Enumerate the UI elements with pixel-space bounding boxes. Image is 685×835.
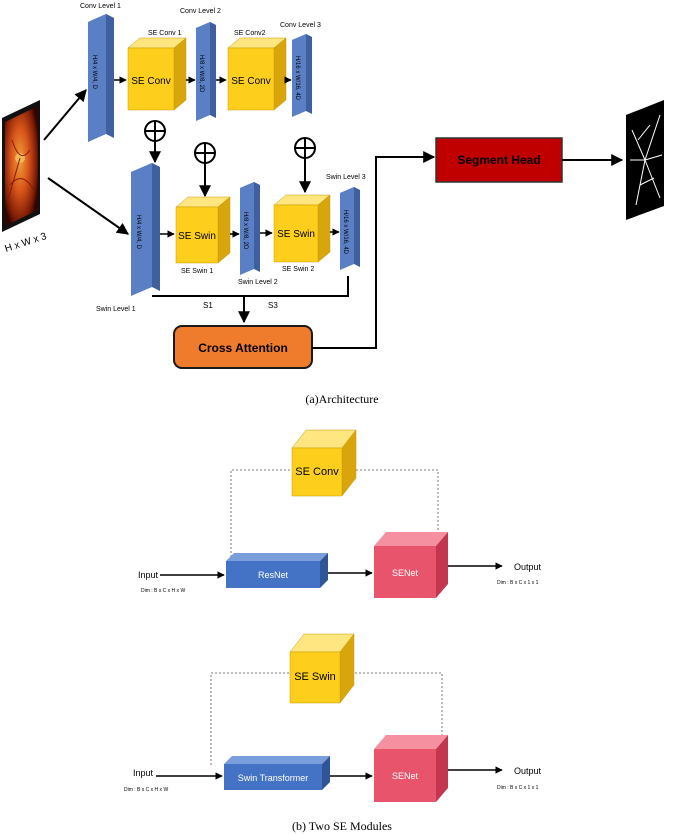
senet-block-1	[374, 532, 448, 598]
se-swin-input-dim: Dim : B x C x H x W	[124, 787, 168, 793]
se-conv-1-title: SE Conv 1	[148, 30, 182, 37]
input-dimension-label: H x W x 3	[4, 231, 49, 255]
s3-label: S3	[268, 301, 278, 310]
resnet-block	[226, 553, 328, 588]
se-conv-2-title: SE Conv2	[234, 30, 266, 37]
modules-caption: (b) Two SE Modules	[292, 819, 392, 833]
se-swin-input-label: Input	[133, 768, 154, 778]
conv-level-3-title: Conv Level 3	[280, 22, 321, 29]
fusion-add-icon-2	[194, 142, 216, 164]
conv-level-1-title: Conv Level 1	[80, 3, 121, 10]
swin-outputs-to-cross-attention	[152, 276, 349, 297]
senet-block-2	[374, 735, 448, 802]
se-conv-output-label: Output	[514, 562, 542, 572]
swin-level-1-dim: H/4 x W/4, D	[135, 215, 141, 250]
swin-transformer-block	[224, 756, 330, 790]
se-swin-2-cube	[273, 194, 331, 263]
se-swin-output-label: Output	[514, 766, 542, 776]
se-conv-1-cube	[127, 37, 187, 111]
swin-level-3-bar	[340, 187, 360, 270]
conv-level-2-bar	[196, 22, 216, 121]
se-swin-2-title: SE Swin 2	[282, 266, 314, 273]
arrow-input-to-swin1	[47, 177, 129, 235]
se-swin-1-title: SE Swin 1	[181, 268, 213, 275]
swin-level-3-title: Swin Level 3	[326, 174, 366, 181]
swin-level-2-bar	[240, 182, 260, 275]
conv-level-3-bar	[292, 34, 312, 117]
fusion-add-icon-3	[294, 137, 316, 159]
s1-label: S1	[203, 301, 213, 310]
se-swin-2-label: SE Swin	[277, 229, 315, 240]
swin-transformer-label: Swin Transformer	[238, 773, 309, 783]
se-swin-module: SE Swin Input Dim : B x C x H x W Swin T…	[124, 633, 542, 802]
conv-level-3-dim: H/16 x W/16, 4D	[294, 56, 300, 101]
swin-level-1-bar	[131, 163, 160, 296]
segment-head-block	[435, 137, 563, 183]
segment-head-label: Segment Head	[457, 153, 540, 167]
conv-level-2-dim: H/8 x W/8, 2D	[198, 55, 204, 93]
se-conv-module-cube	[291, 429, 357, 497]
swin-level-1-title: Swin Level 1	[96, 306, 136, 313]
swin-level-3-dim: H/16 x W/16, 4D	[342, 210, 348, 255]
se-conv-output-dim: Dim : B x C x 1 x 1	[497, 580, 539, 586]
swin-level-2-title: Swin Level 2	[238, 279, 278, 286]
senet-label-2: SENet	[392, 771, 419, 781]
se-conv-input-label: Input	[138, 570, 159, 580]
se-swin-output-dim: Dim : B x C x 1 x 1	[497, 785, 539, 791]
swin-level-2-dim: H/8 x W/8, 2D	[242, 212, 248, 250]
se-conv-1-label: SE Conv	[131, 76, 170, 87]
input-fundus-image	[2, 100, 40, 232]
conv-level-1-bar	[88, 14, 114, 142]
architecture-caption: (a)Architecture	[305, 392, 378, 406]
arrow-input-to-conv1	[43, 89, 87, 141]
output-segmentation-map	[626, 100, 664, 220]
se-swin-module-label: SE Swin	[294, 671, 336, 683]
se-swin-module-cube	[289, 633, 355, 704]
se-conv-2-cube	[227, 37, 287, 111]
se-swin-1-cube	[175, 196, 231, 264]
se-conv-module: SE Conv Input Dim : B x C x H x W ResNet…	[138, 429, 542, 598]
se-swin-1-label: SE Swin	[178, 231, 216, 242]
cross-attention-label: Cross Attention	[198, 341, 288, 355]
se-conv-module-label: SE Conv	[295, 466, 339, 478]
se-conv-2-label: SE Conv	[231, 76, 270, 87]
conv-level-1-dim: H/4 x W/4, D	[91, 55, 97, 90]
resnet-label: ResNet	[258, 570, 289, 580]
se-conv-input-dim: Dim : B x C x H x W	[141, 588, 185, 594]
fusion-add-icon-1	[144, 120, 166, 142]
conv-level-2-title: Conv Level 2	[180, 8, 221, 15]
senet-label-1: SENet	[392, 568, 419, 578]
arrow-cross-attention-to-segment-head	[312, 151, 436, 349]
